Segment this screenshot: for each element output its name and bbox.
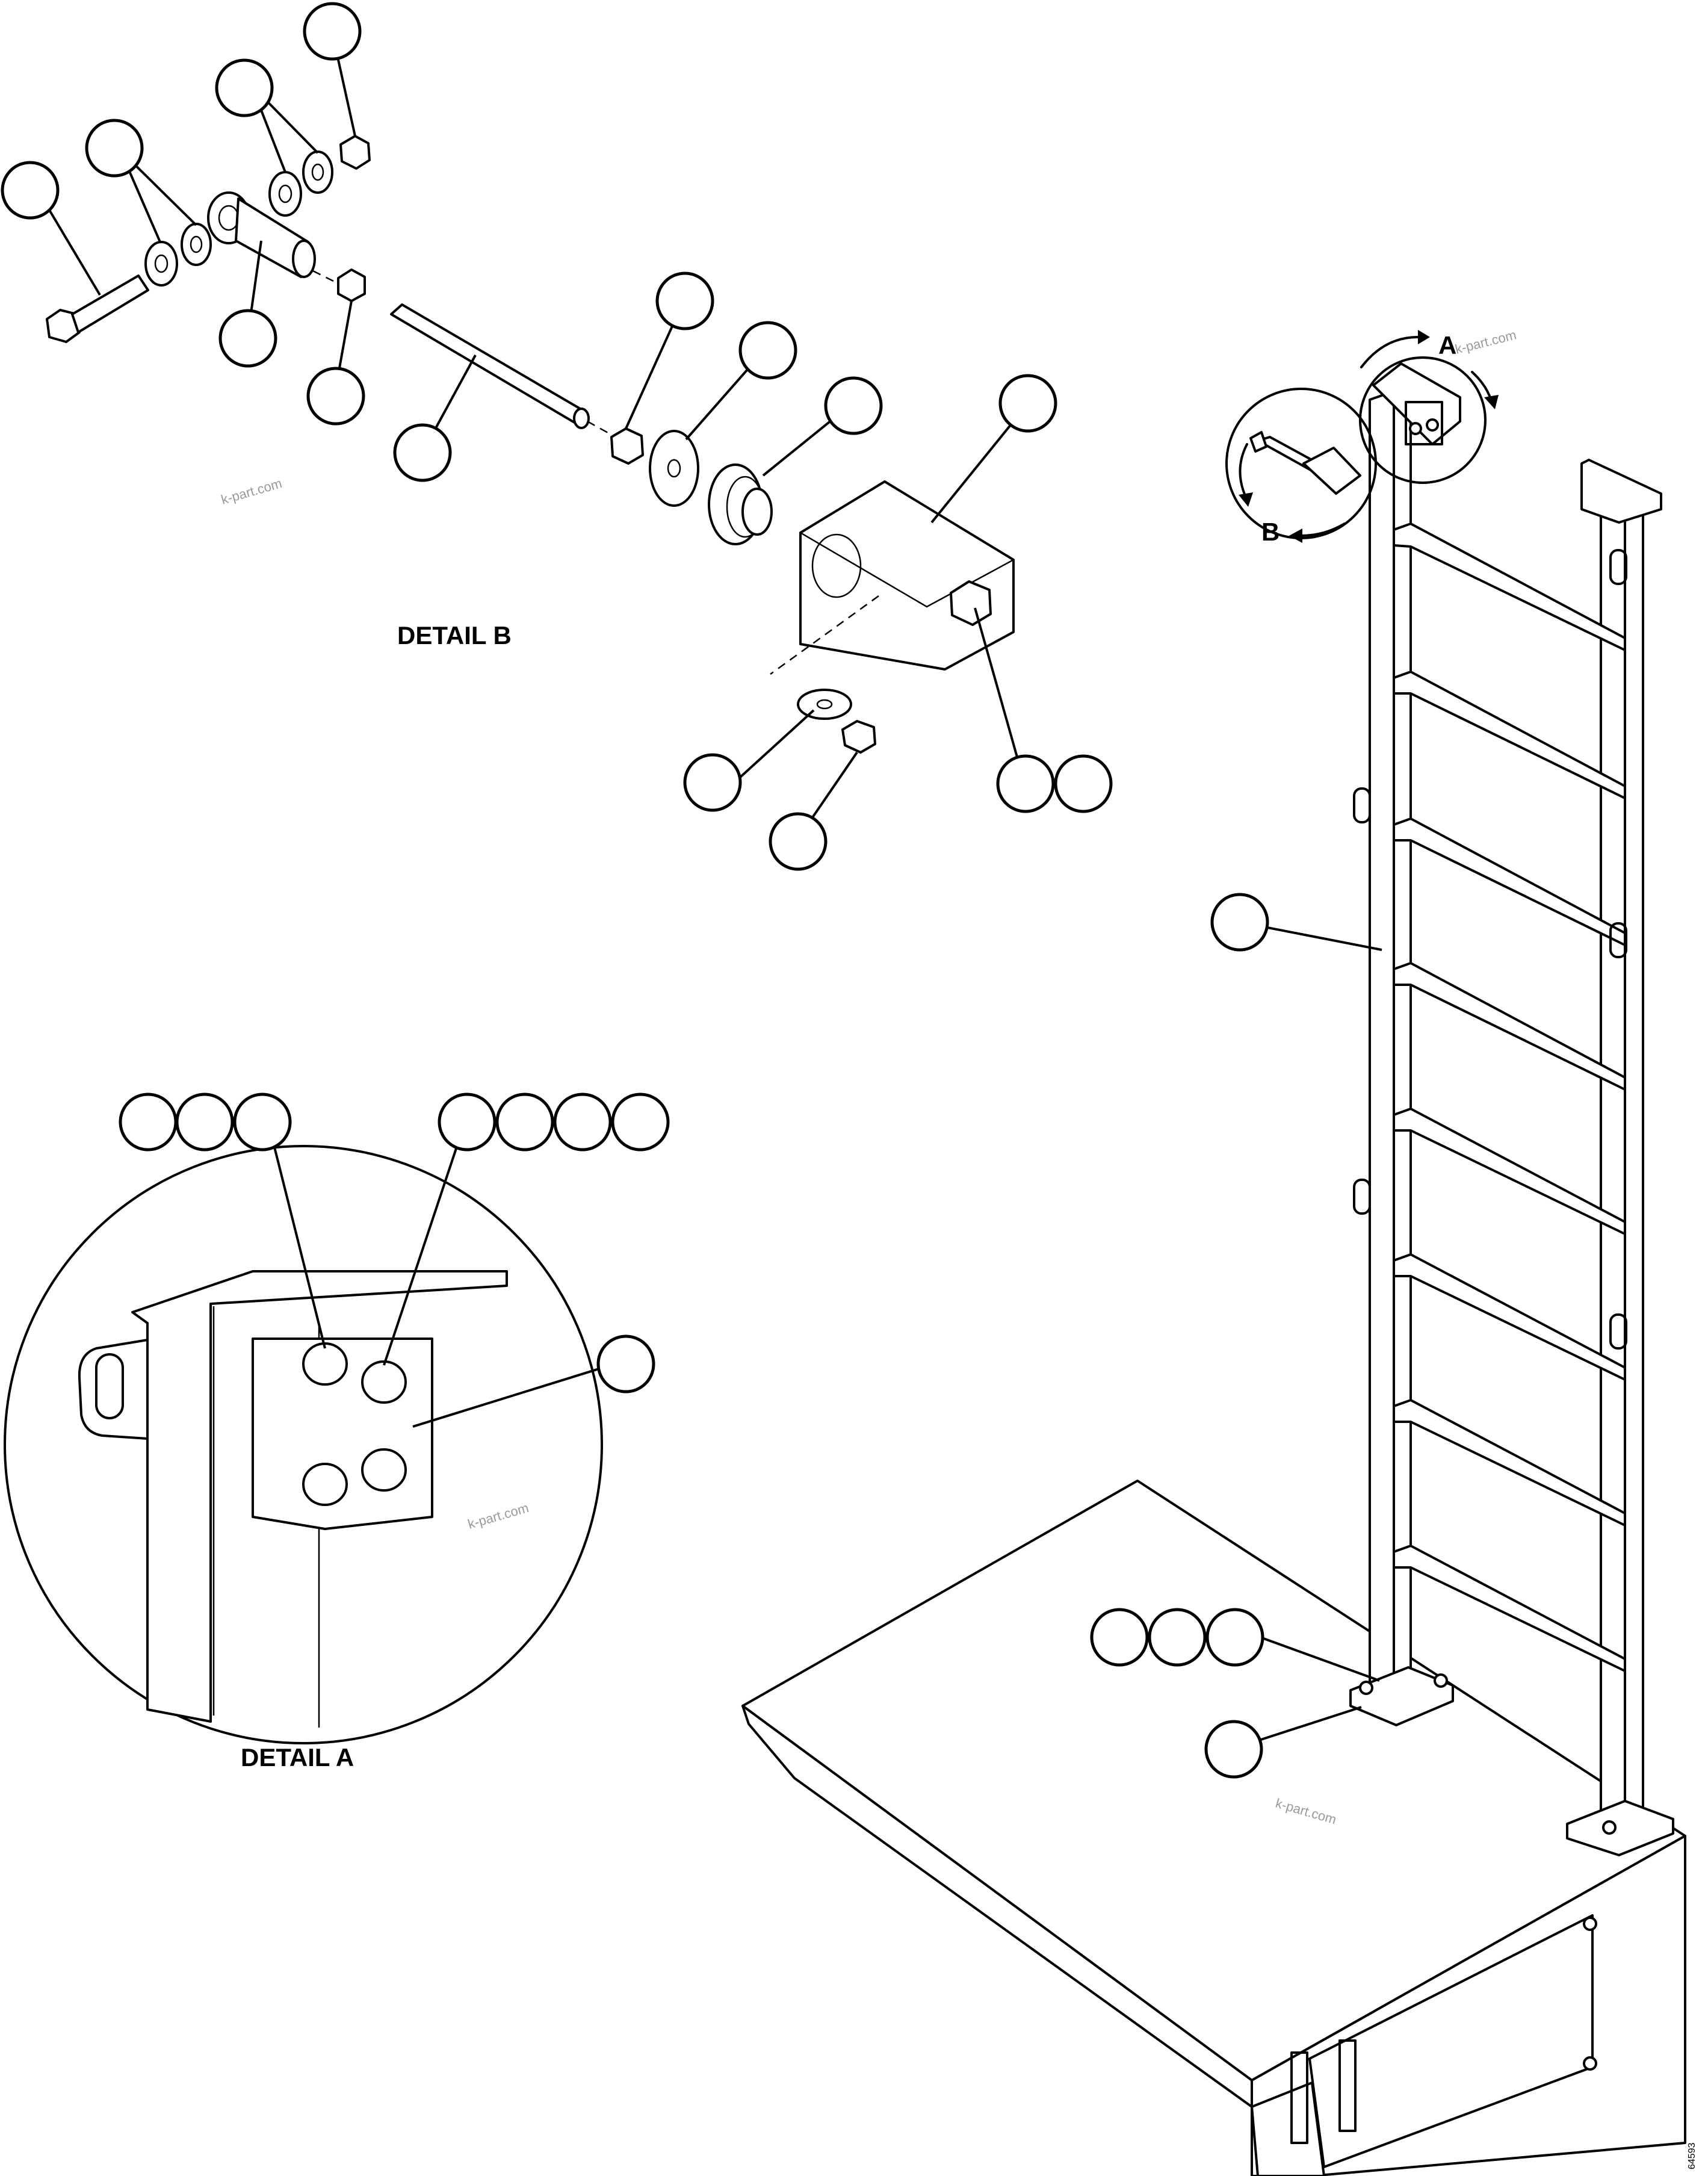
bolt — [46, 274, 149, 343]
callout-balloon — [119, 1093, 178, 1152]
callout-balloon — [1054, 754, 1113, 813]
roller-bracket — [770, 480, 1015, 675]
nut — [337, 268, 366, 302]
roller — [708, 463, 773, 545]
callout-balloon — [683, 753, 742, 812]
pin — [390, 303, 590, 429]
callout-balloon — [1210, 893, 1269, 952]
washer — [181, 223, 212, 266]
callout-balloon — [1090, 1608, 1149, 1667]
callout-balloon — [218, 309, 277, 368]
bolt-head — [361, 1448, 407, 1492]
drawing-number: 64593 — [1687, 2142, 1697, 2169]
callout-balloon — [175, 1093, 234, 1152]
callout-balloon — [596, 1334, 655, 1393]
detail-a-label: DETAIL A — [241, 1743, 354, 1771]
callout-balloon — [611, 1093, 670, 1152]
watermark: k-part.com — [466, 1500, 530, 1532]
bolt-head — [361, 1360, 407, 1404]
callout-a-label: A — [1438, 331, 1456, 359]
callout-balloon — [1204, 1720, 1263, 1779]
callout-balloon — [303, 2, 362, 61]
watermark: k-part.com — [219, 476, 283, 507]
callout-balloon — [233, 1093, 292, 1152]
callout-balloon — [1205, 1608, 1264, 1667]
detail-b-exploded-view: DETAIL B k-part.com — [1, 2, 1113, 871]
callout-balloon — [215, 58, 274, 117]
platform — [741, 1480, 1686, 2176]
nut — [610, 427, 644, 465]
watermark: k-part.com — [1453, 327, 1518, 356]
detail-a-circle — [4, 1145, 603, 1744]
callout-balloon — [998, 374, 1057, 433]
detail-b-label: DETAIL B — [397, 621, 512, 649]
ladder-rungs — [1393, 522, 1626, 1672]
callout-balloon — [85, 119, 144, 178]
callout-balloon — [1, 161, 60, 220]
callout-balloon — [306, 367, 365, 426]
callout-balloon — [553, 1093, 612, 1152]
washer — [797, 689, 852, 720]
callout-balloon — [1148, 1608, 1207, 1667]
washer — [268, 171, 302, 217]
ladder — [1349, 390, 1674, 1856]
bolt-head — [302, 1463, 348, 1506]
nut — [339, 135, 371, 170]
callout-balloon — [769, 812, 828, 871]
washer — [302, 150, 333, 194]
rod-end — [207, 191, 316, 278]
detail-a-view: k-part.com DETAIL A — [4, 1093, 670, 1771]
main-assembly: A B k-part.com k-part.com 64593 — [741, 327, 1697, 2176]
callout-balloon — [824, 376, 883, 435]
washer — [144, 241, 178, 287]
callout-balloon — [655, 271, 714, 330]
nut — [841, 720, 876, 754]
callout-circle-a — [1359, 356, 1487, 484]
callout-balloon — [996, 754, 1055, 813]
callout-b-label: B — [1261, 518, 1279, 546]
bolt-head — [302, 1342, 348, 1386]
callout-balloon — [393, 423, 452, 482]
callout-balloon — [738, 321, 797, 380]
washer — [649, 430, 699, 507]
callout-balloon — [438, 1093, 497, 1152]
callout-balloon — [495, 1093, 554, 1152]
